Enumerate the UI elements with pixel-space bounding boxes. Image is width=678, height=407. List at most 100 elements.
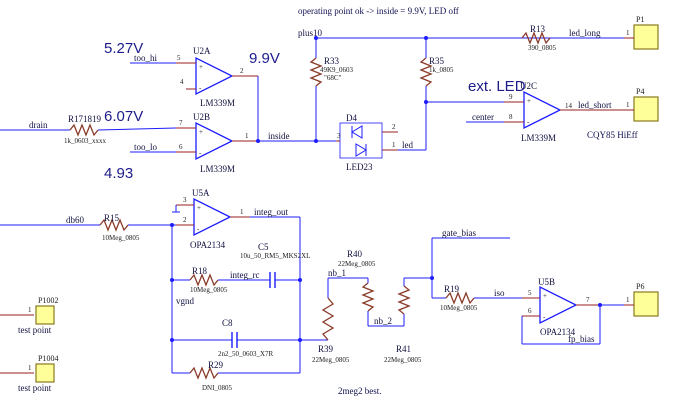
resistor-r18[interactable]: R18 10Meg_0805	[189, 266, 228, 294]
svg-text:1: 1	[245, 132, 249, 140]
u5a-value: OPA2134	[190, 240, 226, 250]
svg-text:1: 1	[28, 364, 32, 372]
svg-text:5: 5	[177, 54, 181, 62]
u2c-value: LM339M	[521, 133, 556, 143]
resistor-r40[interactable]: R40 22Meg_0805	[338, 249, 376, 312]
svg-text:P6: P6	[636, 282, 644, 291]
net-led-short: led_short	[578, 100, 612, 110]
net-plus10: plus10	[298, 28, 323, 38]
u2a-value: LM339M	[200, 98, 235, 108]
svg-text:3: 3	[337, 132, 341, 140]
svg-text:2: 2	[392, 123, 396, 131]
net-integ-rc: integ_rc	[230, 270, 260, 280]
annotation-v-mid: 6.07V	[104, 108, 143, 125]
resistor-r33[interactable]: R33 49K9_0603 "68C"	[309, 56, 354, 87]
svg-text:R29: R29	[208, 360, 224, 370]
svg-text:R171819: R171819	[68, 114, 102, 124]
svg-text:-: -	[199, 149, 202, 157]
svg-text:R15: R15	[104, 213, 120, 223]
net-db60: db60	[66, 215, 85, 225]
svg-text:390_0805: 390_0805	[528, 44, 557, 52]
svg-text:1: 1	[626, 296, 630, 304]
svg-text:R39: R39	[318, 344, 334, 354]
svg-text:R41: R41	[396, 344, 411, 354]
svg-text:1: 1	[626, 101, 630, 109]
svg-text:10Meg_0805: 10Meg_0805	[440, 304, 478, 312]
svg-text:9: 9	[509, 93, 513, 101]
resistor-r41[interactable]: R41 22Meg_0805	[384, 285, 422, 364]
net-led: led	[402, 140, 413, 150]
net-vgnd: vgnd	[176, 296, 195, 306]
svg-text:R13: R13	[530, 24, 546, 34]
resistor-r39[interactable]: R39 22Meg_0805	[312, 297, 350, 364]
u5a-ref: U5A	[192, 188, 210, 198]
svg-text:-: -	[527, 118, 530, 126]
svg-text:+: +	[199, 128, 203, 136]
svg-text:1: 1	[240, 208, 244, 216]
test-point-p1004[interactable]: 1 P1004 test point	[0, 354, 58, 393]
capacitor-c8[interactable]: C8 2n2_50_0603_X7R	[218, 318, 274, 358]
svg-text:2n2_50_0603_X7R: 2n2_50_0603_X7R	[218, 350, 274, 358]
svg-text:-: -	[197, 225, 200, 233]
annotation-v-top: 5.27V	[104, 40, 143, 57]
svg-text:test point: test point	[18, 383, 52, 393]
resistor-r35[interactable]: R35 1k_0805	[419, 56, 454, 87]
resistor-r13[interactable]: R13 390_0805	[521, 24, 557, 52]
resistor-r29[interactable]: R29 DNI_0805	[189, 360, 232, 392]
net-too-lo: too_lo	[134, 142, 158, 152]
net-led-long: led_long	[569, 28, 601, 38]
u5b-value: OPA2134	[540, 327, 576, 337]
svg-text:3: 3	[183, 196, 187, 204]
svg-text:2: 2	[240, 67, 244, 75]
svg-text:C8: C8	[222, 318, 233, 328]
svg-text:P1002: P1002	[38, 296, 58, 305]
net-gate-bias: gate_bias	[442, 228, 476, 238]
svg-text:D4: D4	[346, 113, 357, 123]
net-center: center	[472, 112, 494, 122]
svg-text:8: 8	[509, 113, 513, 121]
net-integ-out: integ_out	[254, 207, 288, 217]
svg-text:R18: R18	[192, 266, 208, 276]
svg-text:22Meg_0805: 22Meg_0805	[338, 260, 376, 268]
test-point-p1002[interactable]: 1 P1002 test point	[0, 296, 58, 335]
comparator-u2c[interactable]: + - 9 8 14 U2C LM339M	[504, 81, 624, 143]
connector-p4[interactable]: 1 P4	[624, 87, 659, 122]
svg-text:P1004: P1004	[38, 354, 58, 363]
svg-text:4: 4	[180, 78, 184, 86]
svg-text:14: 14	[565, 102, 573, 110]
svg-text:DNI_0805: DNI_0805	[202, 384, 232, 392]
opamp-u5b[interactable]: + - 5 6 7 U5B OPA2134	[522, 277, 600, 337]
connector-p6[interactable]: 1 P6	[624, 282, 659, 317]
svg-text:7: 7	[586, 296, 590, 304]
annotation-v-out: 9.9V	[249, 50, 280, 67]
comparator-u2a[interactable]: + - 5 4 2 U2A LM339M	[176, 46, 258, 108]
resistor-r15[interactable]: R15 10Meg_0805	[99, 213, 140, 242]
net-nb2: nb_2	[374, 316, 392, 326]
svg-text:+: +	[543, 292, 547, 300]
svg-text:1k_0603_xxxx: 1k_0603_xxxx	[64, 137, 107, 145]
svg-text:10Meg_0805: 10Meg_0805	[102, 234, 140, 242]
u2b-value: LM339M	[200, 164, 235, 174]
svg-text:+: +	[197, 204, 201, 212]
net-nb1: nb_1	[328, 268, 346, 278]
annotation-best: 2meg2 best.	[338, 386, 382, 396]
svg-text:22Meg_0805: 22Meg_0805	[384, 356, 422, 364]
resistor-r19[interactable]: R19 10Meg_0805	[440, 284, 478, 312]
svg-text:1: 1	[28, 306, 32, 314]
opamp-u5a[interactable]: + - 3 2 1 U5A OPA2134	[176, 188, 250, 250]
comparator-u2b[interactable]: + - 7 6 1 U2B LM339M	[176, 112, 258, 174]
connector-p1[interactable]: 1 P1	[624, 15, 659, 50]
resistor-r171819[interactable]: R171819 1k_0603_xxxx	[64, 114, 107, 145]
header-note: operating point ok -> inside = 9.9V, LED…	[298, 6, 459, 16]
svg-text:22Meg_0805: 22Meg_0805	[312, 356, 350, 364]
svg-text:P1: P1	[636, 15, 644, 24]
svg-text:-: -	[543, 313, 546, 321]
svg-text:1: 1	[626, 29, 630, 37]
led-d4[interactable]: 3 2 1 D4 LED23	[336, 113, 398, 172]
svg-text:1k_0805: 1k_0805	[429, 66, 454, 74]
net-inside: inside	[268, 131, 290, 141]
u2a-ref: U2A	[193, 46, 211, 56]
svg-text:+: +	[199, 63, 203, 71]
